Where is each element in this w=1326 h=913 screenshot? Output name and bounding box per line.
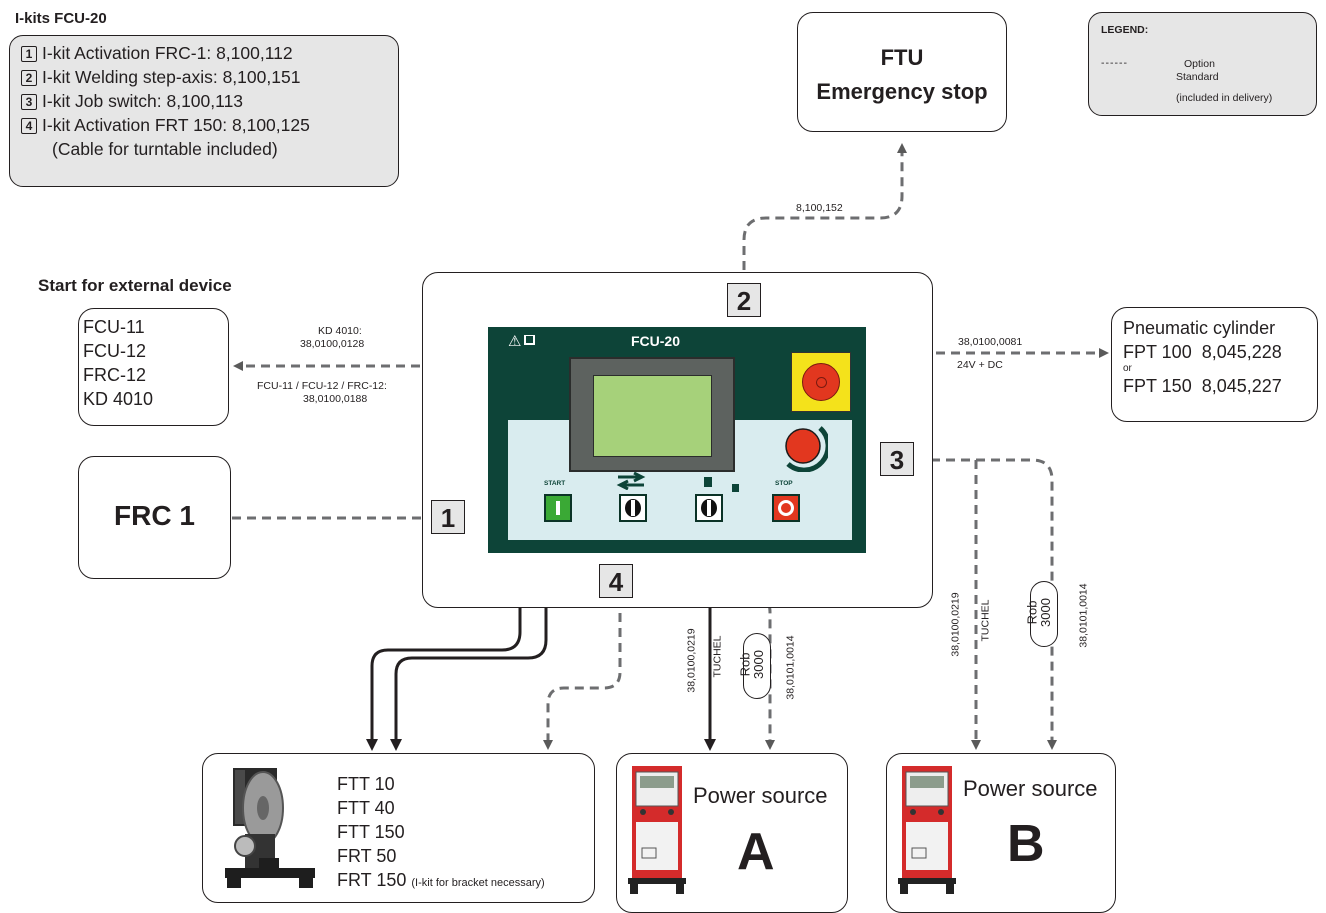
device-name: FCU-20 [631, 333, 680, 349]
power-source-a-label: Power source [693, 783, 828, 809]
emergency-stop-button[interactable] [791, 352, 851, 412]
turntable-item-3: FTT 150 [337, 820, 545, 844]
job-knob[interactable] [780, 422, 828, 472]
warning-icon: ⚠ [508, 332, 521, 350]
power-a-rob-code: 38,0101,0014 [785, 635, 798, 699]
power-source-b-label: Power source [963, 776, 1098, 802]
pneumatic-box: Pneumatic cylinder FPT 100 8,045,228 or … [1111, 307, 1318, 422]
power-source-a-letter: A [737, 822, 775, 882]
emergency-stop-mushroom [802, 363, 840, 401]
legend-standard-note: (included in delivery) [1176, 92, 1272, 105]
legend-title: LEGEND: [1101, 24, 1148, 36]
job-switch[interactable] [695, 494, 723, 522]
start-button[interactable] [544, 494, 572, 522]
pneumatic-cable-voltage: 24V + DC [957, 359, 1003, 372]
ikits-title: I-kits FCU-20 [15, 10, 107, 27]
external-item-2: FCU-12 [83, 339, 228, 363]
display-screen [593, 375, 712, 457]
badge-2: 2 [727, 283, 761, 317]
turntable-item-4: FRT 50 [337, 844, 545, 868]
turntable-box: FTT 10 FTT 40 FTT 150 FRT 50 FRT 150 (I-… [202, 753, 595, 903]
frc1-label: FRC 1 [79, 500, 230, 532]
power-a-cable-code: 38,0100,0219 [686, 628, 699, 692]
legend-option-label: Option [1184, 58, 1215, 71]
power-source-b-box: Power source B [886, 753, 1116, 913]
legend-standard-label: Standard [1176, 71, 1219, 84]
manual-icon [524, 335, 535, 345]
pneumatic-fpt150: FPT 150 8,045,227 [1123, 374, 1317, 398]
pneumatic-title: Pneumatic cylinder [1123, 316, 1317, 340]
badge-4: 4 [599, 564, 633, 598]
stop-label: STOP [775, 480, 793, 487]
job-switch-marker-icon [704, 477, 712, 487]
pneumatic-or: or [1123, 364, 1317, 374]
ftu-cable-code: 8,100,152 [796, 202, 843, 215]
job-switch-marker-2-icon [732, 484, 739, 492]
external-heading: Start for external device [38, 276, 232, 296]
power-source-a-box: Power source A [616, 753, 848, 913]
power-a-rob-label-2: 3000 [751, 650, 766, 679]
external-item-1: FCU-11 [83, 315, 228, 339]
pneumatic-cable-code: 38,0100,0081 [958, 336, 1022, 349]
fcu-code: 38,0100,0188 [303, 393, 367, 406]
start-label: START [544, 480, 565, 487]
turntable-note: (I-kit for bracket necessary) [411, 877, 544, 889]
power-source-a-image [628, 764, 686, 896]
ikit-note: (Cable for turntable included) [21, 137, 398, 161]
legend-box: LEGEND: ------ Option Standard (included… [1088, 12, 1317, 116]
step-axis-switch[interactable] [619, 494, 647, 522]
power-b-cable-code: 38,0100,0219 [950, 592, 963, 656]
turntable-item-2: FTT 40 [337, 796, 545, 820]
power-source-b-image [898, 764, 956, 896]
turntable-list: FTT 10 FTT 40 FTT 150 FRT 50 FRT 150 (I-… [337, 772, 545, 895]
step-axis-arrows-icon [616, 472, 646, 490]
display-bezel [569, 357, 735, 472]
power-b-tuchel: TUCHEL [980, 599, 993, 641]
external-item-4: KD 4010 [83, 387, 228, 411]
ftu-box: FTU Emergency stop [797, 12, 1007, 132]
ftu-title: FTU [798, 45, 1006, 71]
ftu-subtitle: Emergency stop [798, 79, 1006, 105]
external-item-3: FRC-12 [83, 363, 228, 387]
turntable-item-5: FRT 150 (I-kit for bracket necessary) [337, 868, 545, 895]
pneumatic-fpt100: FPT 100 8,045,228 [1123, 340, 1317, 364]
fcu20-panel: ⚠ FCU-20 START STOP [488, 327, 866, 553]
power-source-b-letter: B [1007, 814, 1045, 874]
frc1-box: FRC 1 [78, 456, 231, 579]
badge-1: 1 [431, 500, 465, 534]
external-box: FCU-11 FCU-12 FRC-12 KD 4010 [78, 308, 229, 426]
power-b-rob-label-2: 3000 [1038, 598, 1053, 627]
kd-label: KD 4010: [318, 325, 362, 338]
power-a-tuchel: TUCHEL [712, 635, 725, 677]
power-b-rob-code: 38,0101,0014 [1078, 583, 1091, 647]
turntable-item-1: FTT 10 [337, 772, 545, 796]
legend-option-symbol: ------ [1101, 57, 1128, 70]
turntable-image [223, 762, 318, 894]
fcu-label: FCU-11 / FCU-12 / FRC-12: [257, 380, 387, 393]
stop-button[interactable] [772, 494, 800, 522]
kd-code: 38,0100,0128 [300, 338, 364, 351]
badge-3: 3 [880, 442, 914, 476]
